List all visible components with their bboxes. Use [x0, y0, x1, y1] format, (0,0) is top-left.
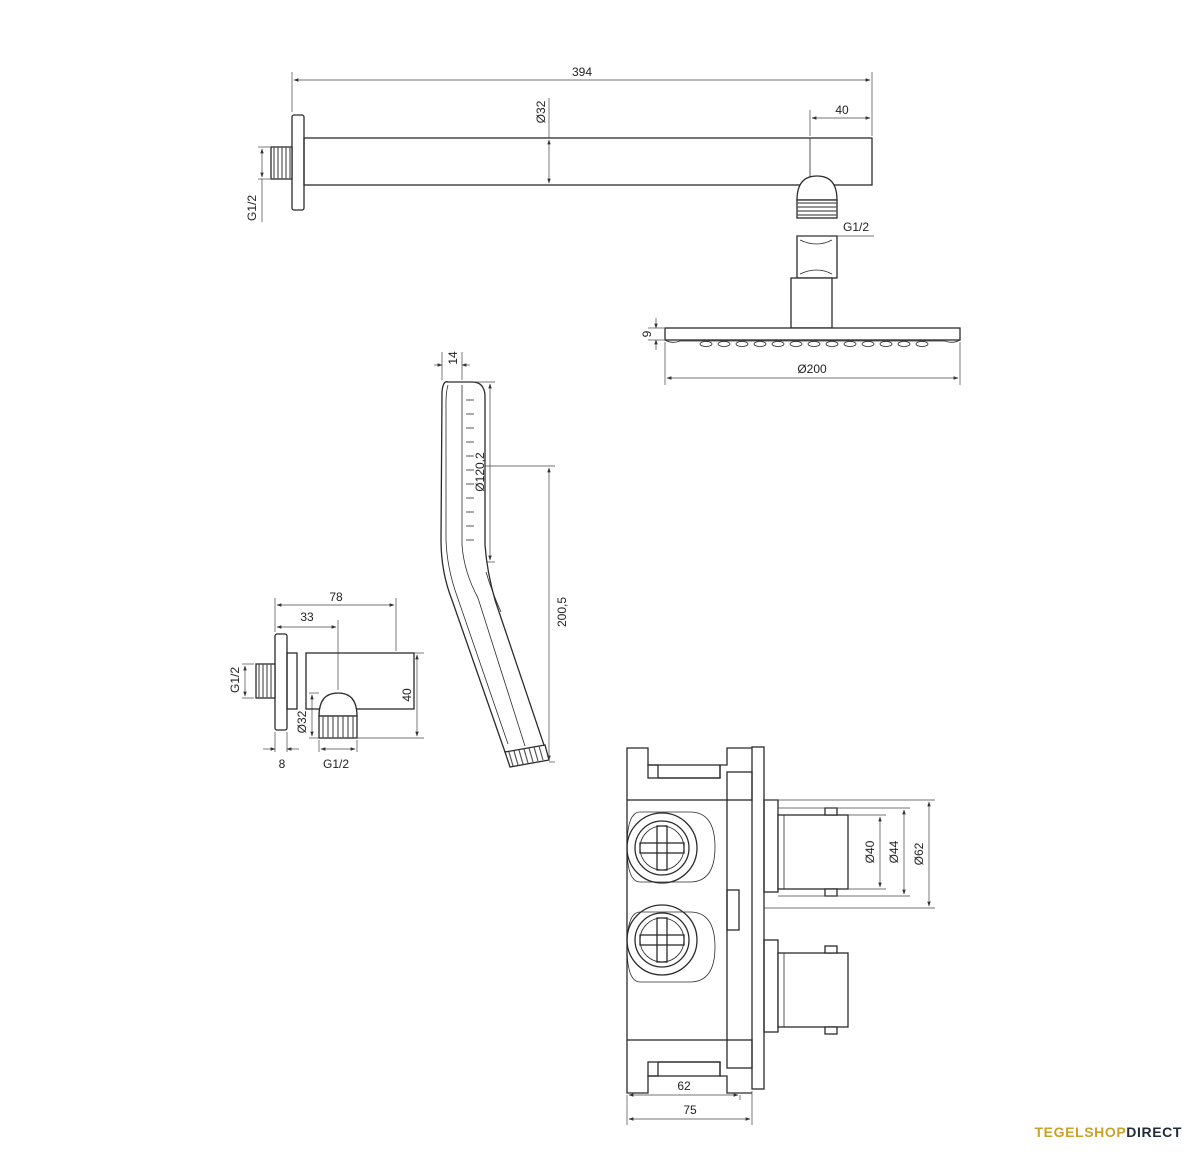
arm-head-thread-label: G1/2	[843, 220, 869, 234]
arm-end-length-label: 40	[835, 103, 849, 117]
arm-length-label: 394	[572, 65, 592, 79]
elbow-depth-label: 78	[329, 590, 343, 604]
hand-shower-dimensions: 14 Ø120,2 200,5	[434, 351, 569, 763]
hand-length-label: 200,5	[555, 597, 569, 627]
elbow-thread-left-label: G1/2	[228, 667, 242, 693]
valve-knob-d2-label: Ø44	[887, 840, 901, 863]
hand-width-label: 14	[446, 351, 460, 365]
elbow-flange-label: 8	[279, 757, 286, 771]
head-thickness-label: 9	[640, 330, 654, 337]
brand-logo-part1: TEGELSHOP	[1034, 1124, 1127, 1140]
brand-logo-part2: DIRECT	[1126, 1124, 1182, 1140]
head-diameter-label: Ø200	[797, 362, 827, 376]
shower-arm-drawing	[270, 114, 961, 347]
nozzle-row	[699, 341, 929, 347]
valve-total-depth-label: 75	[683, 1103, 697, 1117]
valve-body-depth-label: 62	[677, 1079, 691, 1093]
elbow-diameter-label: Ø32	[295, 710, 309, 733]
valve-knob-d1-label: Ø40	[863, 840, 877, 863]
wall-elbow-dimensions: 78 33 40 Ø32 G1/2 G1/2 8	[228, 590, 424, 771]
arm-diameter-label: Ø32	[534, 100, 548, 123]
elbow-height-label: 40	[400, 688, 414, 702]
elbow-outlet-offset-label: 33	[300, 610, 314, 624]
arm-dimensions: 394 Ø32 40 G1/2 G1/2	[245, 65, 874, 237]
brand-logo: TEGELSHOPDIRECT	[1035, 1124, 1182, 1140]
valve-body-drawing	[626, 746, 765, 1094]
arm-wall-thread-label: G1/2	[245, 195, 259, 221]
valve-dimensions: Ø40 Ø44 Ø62 62 75	[626, 799, 935, 1125]
valve-knob-d3-label: Ø62	[912, 842, 926, 865]
spray-nozzles	[466, 399, 474, 541]
valve-handles-drawing	[763, 799, 849, 1035]
elbow-thread-bottom-label: G1/2	[323, 757, 349, 771]
head-dimensions: 9 Ø200	[640, 318, 961, 385]
wall-elbow-drawing	[255, 633, 415, 739]
hand-head-diameter-label: Ø120,2	[473, 452, 487, 492]
hand-shower-drawing	[440, 381, 550, 768]
